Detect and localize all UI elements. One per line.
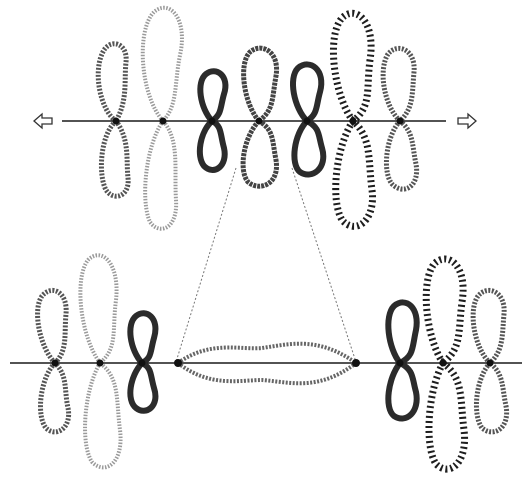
bottom-orbital-4 [388,302,416,418]
top-orbital-row [34,8,476,229]
hollow-arrow-left-icon [34,114,52,128]
node-dot [139,360,146,367]
node-dot [52,360,59,367]
node-dot [397,118,404,125]
node-dot [397,360,404,367]
expansion-guide-lines [176,168,356,362]
top-orbital-4 [243,48,276,186]
node-dot [160,118,167,125]
node-dot [350,118,357,125]
node-dot [113,118,120,125]
bottom-orbital-row [10,255,522,469]
node-dot [256,118,263,125]
hollow-arrow-right-icon [458,114,476,128]
node-dot [174,359,182,367]
node-dot [352,359,360,367]
node-dot [304,118,311,125]
node-dot [97,360,104,367]
node-dot [487,360,494,367]
node-dot [440,360,447,367]
node-dot [209,118,216,125]
